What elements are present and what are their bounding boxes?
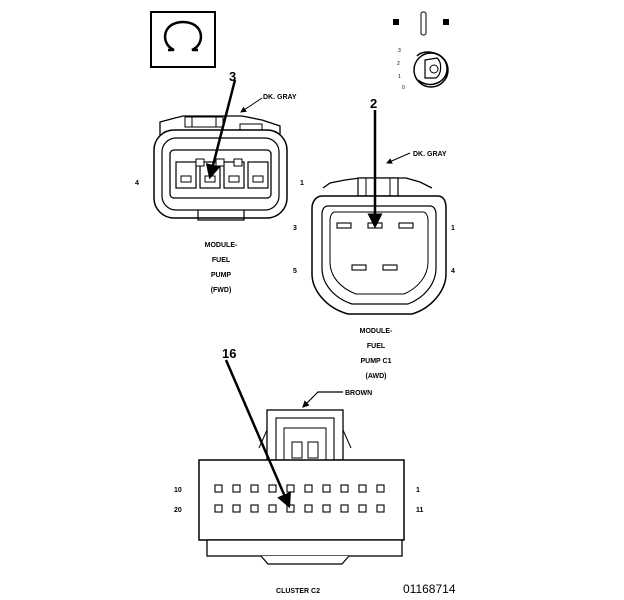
key-position-1: 1 (398, 74, 401, 80)
cluster-cavity (340, 504, 349, 513)
cluster-cavity (358, 504, 367, 513)
connector-fuel-pump-awd: 2 DK. GRAY 3 1 5 4 MODULE- FUEL PUMP C1 … (293, 96, 455, 380)
cluster-pin-10: 10 (174, 487, 182, 494)
cluster-cavity (214, 504, 223, 513)
cluster-cavity (304, 504, 313, 513)
cluster-cavity (358, 484, 367, 493)
awd-wire-color: DK. GRAY (413, 151, 447, 158)
fwd-pin-1: 1 (300, 180, 304, 187)
awd-label-line-3: PUMP C1 (361, 358, 392, 365)
awd-pin-3: 3 (293, 225, 297, 232)
cluster-pin-20: 20 (174, 507, 182, 514)
fwd-label-line-4: (FWD) (211, 287, 232, 294)
awd-label-line-2: FUEL (367, 343, 386, 350)
awd-pin-1: 1 (451, 225, 455, 232)
cluster-pin-11: 11 (416, 507, 424, 514)
cluster-cavity (250, 484, 259, 493)
cluster-cavity (376, 484, 385, 493)
connector-cluster-c2: 16 BROWN 10 1 20 11 CLUSTER C2 (174, 346, 424, 595)
key-position-0: 0 (402, 85, 405, 91)
cluster-cavity (214, 484, 223, 493)
fwd-callout-number: 3 (229, 69, 236, 84)
cluster-cavity (322, 484, 331, 493)
cluster-cavity (250, 504, 259, 513)
key-position-2: 2 (397, 61, 400, 67)
awd-pin-4: 4 (451, 268, 455, 275)
fwd-label-line-1: MODULE- (205, 242, 238, 249)
fwd-connector-label: MODULE- FUEL PUMP (FWD) (205, 242, 238, 294)
figure-id: 01168714 (403, 582, 456, 596)
cluster-cavity (268, 484, 277, 493)
ignition-key-icon: 3 2 1 0 (393, 11, 449, 91)
cluster-connector-label: CLUSTER C2 (276, 588, 320, 595)
cluster-wire-color: BROWN (345, 390, 372, 397)
cluster-cavity (268, 504, 277, 513)
fwd-label-line-2: FUEL (212, 257, 231, 264)
cluster-cavity (286, 484, 295, 493)
ohm-symbol-box (150, 11, 216, 68)
cluster-cavity (340, 484, 349, 493)
awd-pin-5: 5 (293, 268, 297, 275)
cluster-callout-number: 16 (222, 346, 236, 361)
cluster-cavity (232, 484, 241, 493)
connector-fuel-pump-fwd: 3 DK. GRAY 4 1 MODULE- FUEL PUMP (FWD) (135, 69, 304, 294)
cluster-cavity (322, 504, 331, 513)
cluster-pin-1: 1 (416, 487, 420, 494)
cluster-cavity (376, 504, 385, 513)
awd-callout-number: 2 (370, 96, 377, 111)
cluster-cavity (232, 504, 241, 513)
awd-label-line-4: (AWD) (366, 373, 387, 380)
awd-label-line-1: MODULE- (360, 328, 393, 335)
fwd-label-line-3: PUMP (211, 272, 232, 279)
fwd-wire-color: DK. GRAY (263, 94, 297, 101)
cluster-cavity (304, 484, 313, 493)
key-position-3: 3 (398, 48, 401, 54)
fwd-pin-4: 4 (135, 180, 139, 187)
cluster-pin-grid (214, 484, 385, 513)
omega-ohm-icon (163, 20, 203, 52)
awd-connector-label: MODULE- FUEL PUMP C1 (AWD) (360, 328, 393, 380)
